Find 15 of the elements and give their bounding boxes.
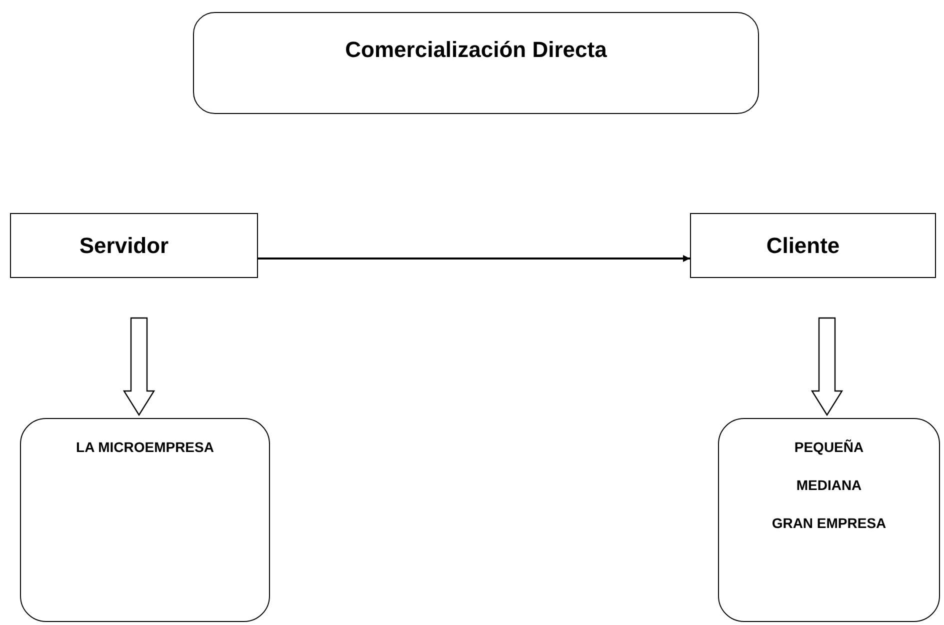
rounded-box [718,418,940,622]
process-box [10,213,258,278]
title-text: Comercialización Directa [345,37,607,63]
node-label: Cliente [766,232,840,258]
arrow [258,255,690,262]
node-label: Servidor [79,232,169,258]
rounded-box [193,12,759,114]
block-arrow [810,317,844,416]
process-box [690,213,936,278]
node-label: PEQUEÑA [794,439,864,455]
block-arrow [122,317,156,416]
node-label: GRAN EMPRESA [772,515,886,531]
rounded-box [20,418,270,622]
node-label: MEDIANA [796,477,862,493]
node-label: LA MICROEMPRESA [76,439,214,455]
